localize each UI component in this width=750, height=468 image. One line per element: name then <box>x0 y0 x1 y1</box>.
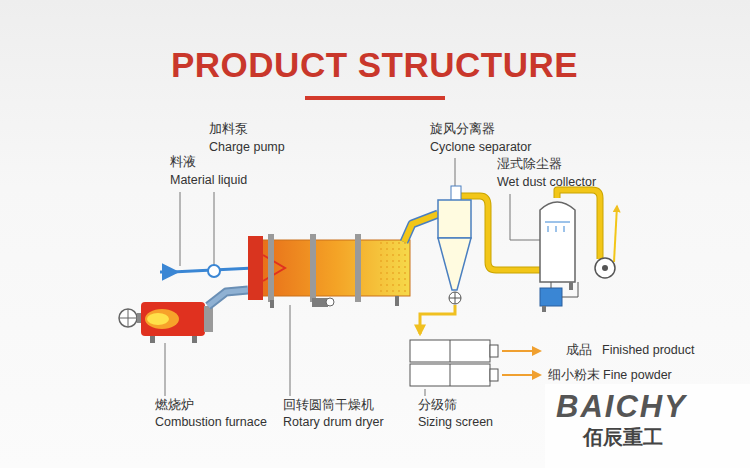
title-underline <box>305 96 445 100</box>
exhaust-fan-part <box>602 265 608 271</box>
sizing-screen <box>410 340 540 386</box>
combustion-furnace-part <box>208 290 248 306</box>
callout-label: 燃烧炉 <box>155 398 194 413</box>
air-duct <box>404 190 617 270</box>
wet-dust-collector-part <box>551 282 578 297</box>
callout-label: Cyclone separator <box>430 140 531 155</box>
combustion-furnace-part <box>119 309 137 327</box>
combustion-furnace-part <box>204 306 213 332</box>
air-duct-part <box>461 196 540 270</box>
leader-lines-part <box>510 194 540 240</box>
cyclone-separator-part <box>449 292 461 304</box>
cyclone-separator-part <box>438 200 471 238</box>
rotary-drum-dryer-part <box>310 234 316 302</box>
product-chute <box>420 305 455 334</box>
leader-lines-part <box>425 389 426 396</box>
leader-lines-part <box>455 158 456 186</box>
rotary-drum-dryer-part <box>268 234 274 302</box>
output-label: 成品 <box>566 343 592 358</box>
callout-label: 分级筛 <box>418 398 457 413</box>
feed-line <box>160 265 254 277</box>
leader-lines-part <box>165 343 166 396</box>
combustion-furnace <box>119 290 248 343</box>
callout-label: Charge pump <box>209 140 285 155</box>
sizing-screen-part <box>502 374 540 376</box>
product-chute-part <box>420 305 455 334</box>
callout-label: 加料泵 <box>209 122 248 137</box>
combustion-furnace-part <box>150 336 155 343</box>
exhaust-fan <box>595 258 615 278</box>
logo-chinese: 佰辰重工 <box>583 425 663 449</box>
leader-lines-part <box>180 192 181 266</box>
sizing-screen-part <box>450 340 451 386</box>
cyclone-separator-part <box>449 292 461 304</box>
rotary-drum-dryer-part <box>355 234 361 302</box>
diagram-title: PRODUCT STRUCTURE <box>171 44 578 86</box>
cyclone-separator-part <box>438 238 471 290</box>
sizing-screen-part <box>490 369 498 381</box>
air-duct-part <box>614 206 617 262</box>
sizing-screen-part <box>490 345 498 357</box>
cyclone-separator <box>438 186 471 304</box>
wet-dust-collector-part <box>540 288 562 306</box>
callout-label: 料液 <box>170 155 196 170</box>
air-duct-part <box>404 214 438 242</box>
feed-line-part <box>160 271 176 274</box>
output-label: Fine powder <box>603 368 672 383</box>
combustion-furnace-part <box>145 309 179 329</box>
air-duct-part <box>461 196 540 270</box>
rotary-drum-dryer-part <box>395 296 399 306</box>
callout-label: 回转圆筒干燥机 <box>283 398 374 413</box>
callout-label: 旋风分离器 <box>430 122 495 137</box>
sizing-screen-part <box>502 350 540 352</box>
wet-dust-collector <box>540 202 578 312</box>
callout-label: Rotary drum dryer <box>283 415 384 430</box>
callout-label: 湿式除尘器 <box>497 157 562 172</box>
combustion-furnace-part <box>208 290 248 306</box>
output-label: Finished product <box>602 343 694 358</box>
wet-dust-collector-part <box>569 282 573 290</box>
wet-dust-collector-part <box>545 222 570 232</box>
callout-label: Combustion furnace <box>155 415 267 430</box>
combustion-furnace-part <box>119 309 137 327</box>
rotary-drum-dryer-part <box>262 240 410 296</box>
logo-wordmark: BAICHY <box>556 388 687 425</box>
feed-line-part <box>208 265 220 277</box>
output-label: 细小粉末 <box>548 368 600 383</box>
rotary-drum-dryer-part <box>270 300 274 308</box>
leader-lines-part <box>214 192 215 265</box>
leader-lines <box>165 158 540 396</box>
leader-lines-part <box>290 305 291 396</box>
combustion-furnace-part <box>141 302 205 336</box>
air-duct-part <box>404 214 438 242</box>
combustion-furnace-part <box>147 313 169 325</box>
rotary-drum-dryer-part <box>380 240 410 296</box>
logo-ground <box>545 384 750 468</box>
rotary-drum-dryer-part <box>326 298 334 306</box>
wet-dust-collector-part <box>542 306 546 312</box>
combustion-furnace-part <box>192 336 197 343</box>
rotary-drum-dryer <box>248 234 410 308</box>
exhaust-fan-part <box>595 258 615 278</box>
callout-label: Material liquid <box>170 173 247 188</box>
rotary-drum-dryer-part <box>248 236 263 300</box>
wet-dust-collector-part <box>540 202 575 282</box>
callout-label: Wet dust collector <box>497 175 596 190</box>
callout-label: Sizing screen <box>418 415 493 430</box>
